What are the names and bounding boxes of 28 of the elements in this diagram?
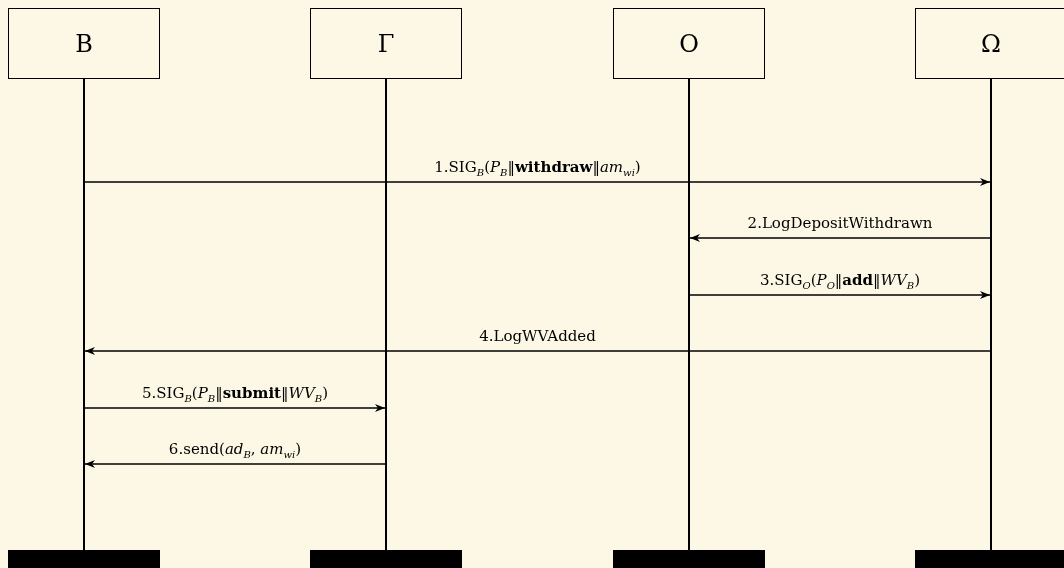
participant-box bbox=[8, 8, 160, 79]
message-label: 4.LogWVAdded bbox=[479, 327, 596, 345]
message-arrow bbox=[84, 460, 386, 468]
message-label: 5.SIG$_{B}$(P$_{B}$‖submit‖WV$_{B}$) bbox=[142, 384, 328, 406]
participant-name: Ω bbox=[981, 29, 1001, 58]
lifeline bbox=[83, 79, 85, 550]
message-label: 3.SIG$_{O}$(P$_{O}$‖add‖WV$_{B}$) bbox=[760, 271, 920, 293]
message-arrow bbox=[84, 347, 991, 355]
lifeline bbox=[990, 79, 992, 550]
lifeline bbox=[385, 79, 387, 550]
participant-name: Γ bbox=[377, 29, 395, 58]
message-label: 2.LogDepositWithdrawn bbox=[747, 214, 933, 232]
participant-box bbox=[613, 8, 765, 79]
participant-name: O bbox=[679, 29, 699, 58]
message-arrow bbox=[84, 404, 386, 412]
lifeline-end-bar bbox=[915, 550, 1064, 568]
participant-name: B bbox=[75, 29, 93, 58]
participant-box bbox=[310, 8, 462, 79]
message-arrow bbox=[689, 291, 991, 299]
lifeline-end-bar bbox=[310, 550, 462, 568]
message-arrow bbox=[689, 234, 991, 242]
participant-box bbox=[915, 8, 1064, 79]
message-arrow bbox=[84, 178, 991, 186]
lifeline-end-bar bbox=[8, 550, 160, 568]
lifeline bbox=[688, 79, 690, 550]
message-label: 1.SIG$_{B}$(P$_{B}$‖withdraw‖am$_{wi}$) bbox=[434, 158, 641, 180]
lifeline-end-bar bbox=[613, 550, 765, 568]
message-label: 6.send(ad$_{B}$, am$_{wi}$) bbox=[168, 440, 302, 462]
